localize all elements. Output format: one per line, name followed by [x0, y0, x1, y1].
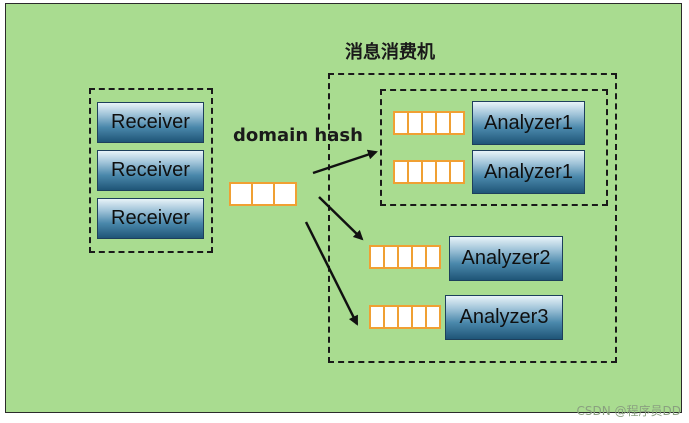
queue-cell	[273, 182, 297, 206]
queue-cell	[449, 160, 465, 184]
queue-cell	[425, 245, 441, 269]
center-queue	[229, 182, 297, 206]
analyzer1-queue-2	[393, 160, 465, 184]
receiver-label-2: Receiver	[111, 159, 190, 181]
analyzer-label-2: Analyzer1	[484, 160, 573, 183]
consumer-machine-title: 消息消费机	[345, 42, 435, 63]
arrow-to-analyzer3	[304, 221, 359, 326]
analyzer-box-4: Analyzer3	[445, 295, 563, 340]
receiver-box-2: Receiver	[97, 150, 204, 191]
receiver-box-3: Receiver	[97, 198, 204, 239]
analyzer-box-3: Analyzer2	[449, 236, 563, 281]
arrow-to-analyzer1	[312, 149, 378, 175]
analyzer-label-1: Analyzer1	[484, 111, 573, 134]
receiver-box-1: Receiver	[97, 102, 204, 143]
receiver-label-1: Receiver	[111, 111, 190, 133]
queue-cell	[449, 111, 465, 135]
consumer-machine-group	[328, 73, 617, 363]
analyzer1-queue-1	[393, 111, 465, 135]
analyzer-box-2: Analyzer1	[472, 150, 585, 194]
analyzer-box-1: Analyzer1	[472, 101, 585, 145]
analyzer-label-3: Analyzer2	[461, 247, 551, 269]
analyzer-label-4: Analyzer3	[459, 306, 549, 328]
queue-cell	[425, 305, 441, 329]
receiver-label-3: Receiver	[111, 207, 190, 229]
analyzer2-queue	[369, 245, 441, 269]
hash-label: domain hash	[233, 125, 363, 146]
receiver-group	[89, 88, 213, 253]
arrow-to-analyzer2	[318, 196, 364, 241]
analyzer1-group	[380, 89, 608, 206]
watermark: CSDN @程序员DD	[576, 404, 681, 418]
analyzer3-queue	[369, 305, 441, 329]
